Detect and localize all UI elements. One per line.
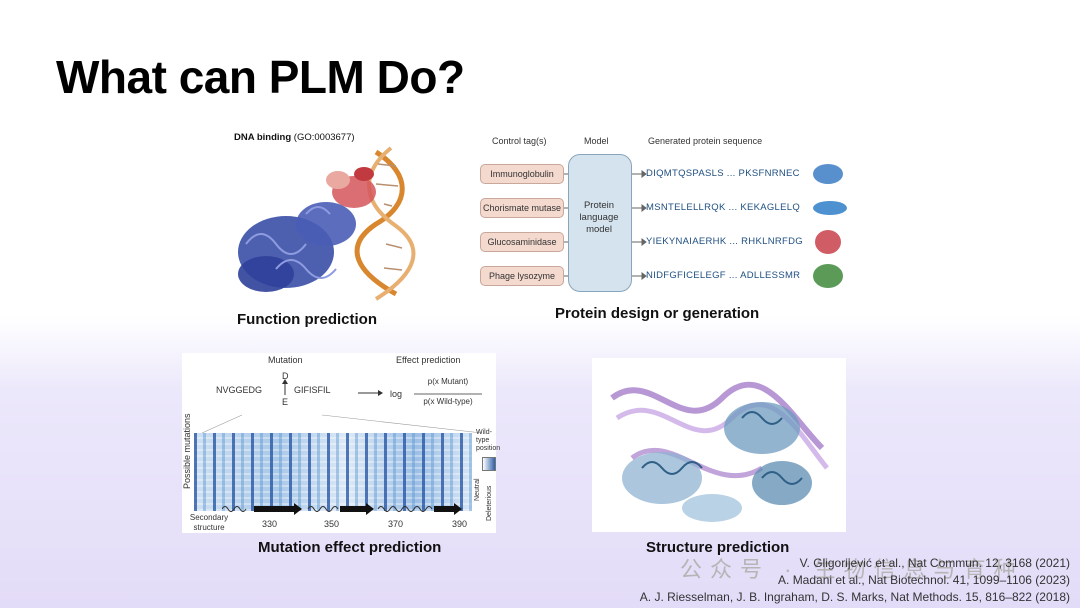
dna-protein-structure: [238, 146, 416, 301]
function-prediction-caption: Function prediction: [237, 311, 377, 328]
tag-phage-lysozyme: Phage lysozyme: [480, 266, 564, 286]
protein-design-caption: Protein design or generation: [555, 305, 760, 322]
slide-title: What can PLM Do?: [56, 51, 465, 103]
y-axis-label: Possible mutations: [182, 413, 192, 489]
tick-330: 330: [262, 519, 278, 529]
legend-colorbar: [482, 457, 496, 471]
sequence-glucosaminidase: YIEKYNAIAERHK ... RHKLNRFDG: [646, 236, 803, 247]
citation-gligorijevic: V. Gligorijević et al., Nat Commun. 12, …: [799, 556, 1070, 570]
sequence-phage-lysozyme: NIDFGFICELEGF ... ADLLESSMR: [646, 270, 801, 281]
watermark-text: 公众号 · 生物信息与育种: [680, 557, 1024, 582]
mutation-arrows: [201, 379, 483, 434]
tick-350: 350: [324, 519, 340, 529]
tick-370: 370: [388, 519, 404, 529]
mutation-heatmap: [194, 433, 472, 511]
legend-title: Wild-type position: [476, 429, 501, 452]
mutation-top-residue: D: [282, 371, 289, 381]
go-term-bold: DNA binding: [234, 132, 292, 143]
sequence-chorismate-mutase: MSNTELELLRQK ... KEKAGLELQ: [646, 202, 801, 213]
design-arrows: [564, 170, 647, 280]
col-generated-sequence: Generated protein sequence: [648, 136, 763, 146]
tag-chorismate-mutase: Chorismate mutase: [480, 198, 564, 218]
model-label: Protein language model: [579, 200, 619, 235]
tag-immunoglobulin: Immunoglobulin: [480, 164, 564, 184]
tag-glucosaminidase: Glucosaminidase: [480, 232, 564, 252]
predicted-structure-overlay: [610, 381, 829, 522]
col-model: Model: [584, 136, 609, 146]
mutation-effect-caption: Mutation effect prediction: [258, 539, 442, 556]
ratio-numerator: p(x Mutant): [427, 377, 469, 386]
legend-neutral: Neutral: [474, 478, 481, 501]
sequence-left: NVGGEDG: [216, 385, 263, 395]
secondary-structure-track: [222, 503, 462, 515]
mutation-figure: Mutation Effect prediction D E NVGGEDG G…: [182, 353, 501, 533]
go-term-id: (GO:0003677): [291, 132, 355, 143]
log-label: log: [390, 389, 403, 399]
ratio-denominator: p(x Wild-type): [423, 397, 473, 406]
structure-figure: [592, 358, 846, 532]
citation-madani: A. Madani et al., Nat Biotechnol. 41, 10…: [778, 573, 1070, 587]
col-control-tags: Control tag(s): [492, 136, 547, 146]
legend-deleterious: Deleterious: [486, 485, 493, 521]
secondary-structure-label: Secondary structure: [189, 513, 229, 532]
sequence-right: GIFISFIL: [294, 385, 331, 395]
mutation-bottom-residue: E: [282, 397, 289, 407]
tick-390: 390: [452, 519, 468, 529]
label-mutation: Mutation: [268, 355, 303, 365]
citation-riesselman: A. J. Riesselman, J. B. Ingraham, D. S. …: [639, 590, 1070, 604]
label-effect-prediction: Effect prediction: [396, 355, 461, 365]
model-box: [568, 154, 632, 292]
function-figure: DNA binding (GO:0003677): [226, 128, 448, 306]
structure-prediction-caption: Structure prediction: [646, 539, 790, 556]
design-figure: Control tag(s) Model Generated protein s…: [466, 128, 852, 296]
sequence-immunoglobulin: DIQMTQSPASLS ... PKSFNRNEC: [646, 168, 800, 179]
generated-protein-thumbnails: [813, 164, 847, 288]
